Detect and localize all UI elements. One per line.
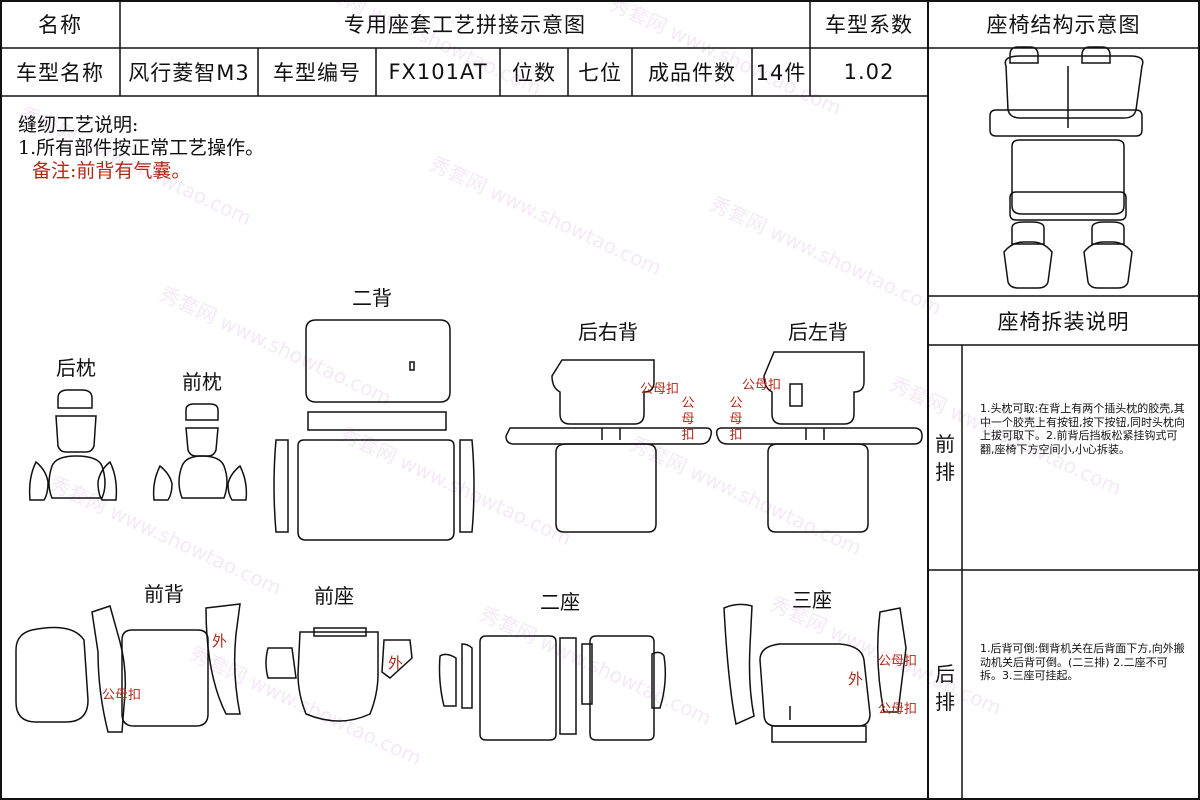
seats-label: 位数 [512,61,556,85]
sewing-notes: 缝纫工艺说明: 1.所有部件按正常工艺操作。 备注:前背有气囊。 [18,114,264,183]
front-row-label: 前排 [935,432,955,484]
label-rear-right-back: 后右背 [578,320,638,344]
coef-label: 车型系数 [825,13,913,37]
snap-mark-right-1: 公母扣 [640,382,680,397]
label-front-back: 前背 [144,582,184,606]
label-front-headrest: 前枕 [182,370,222,394]
label-front-seat: 前座 [314,584,354,608]
rear-row-instructions: 1.后背可倒:倒背机关在后背面下方,向外搬动机关后背可倒。(二三排) 2.二座不… [980,642,1185,682]
model-name: 风行菱智M3 [128,61,250,85]
label-third-seat: 三座 [792,588,832,612]
outside-mark-third-seat: 外 [848,670,864,688]
snap-mark-third-1: 公母扣 [878,654,918,669]
disassembly-title: 座椅拆装说明 [997,309,1130,334]
snap-mark-front-back: 公母扣 [102,688,142,703]
label-second-seat: 二座 [540,590,580,614]
name-label: 名称 [38,13,82,37]
coef-value: 1.02 [843,60,895,84]
snap-mark-left-1: 公母扣 [742,378,782,393]
notes-title: 缝纫工艺说明: [18,114,139,136]
notes-line-1: 1.所有部件按正常工艺操作。 [18,137,265,159]
model-name-label: 车型名称 [16,61,104,85]
outside-mark-front-back: 外 [212,632,228,650]
label-second-back: 二背 [352,286,392,310]
outside-mark-front-seat: 外 [388,654,404,672]
front-row-instructions: 1.头枕可取:在背上有两个插头枕的胶壳,其中一个胶壳上有按钮,按下按钮,同时头枕… [980,402,1185,456]
pieces-value: 14件 [755,61,807,85]
snap-mark-left-2: 公母扣 [729,396,743,443]
snap-mark-right-2: 公母扣 [681,396,695,443]
notes-remark: 备注:前背有气囊。 [32,160,191,182]
label-rear-left-back: 后左背 [788,320,848,344]
pieces-label: 成品件数 [648,61,736,85]
rear-row-label: 后排 [935,662,955,714]
label-rear-headrest: 后枕 [56,356,96,380]
structure-title: 座椅结构示意图 [986,13,1141,37]
model-code-label: 车型编号 [273,61,361,85]
sheet-title: 专用座套工艺拼接示意图 [344,13,586,37]
seats-value: 七位 [578,61,622,85]
snap-mark-third-2: 公母扣 [878,702,918,717]
model-code: FX101AT [388,60,488,84]
